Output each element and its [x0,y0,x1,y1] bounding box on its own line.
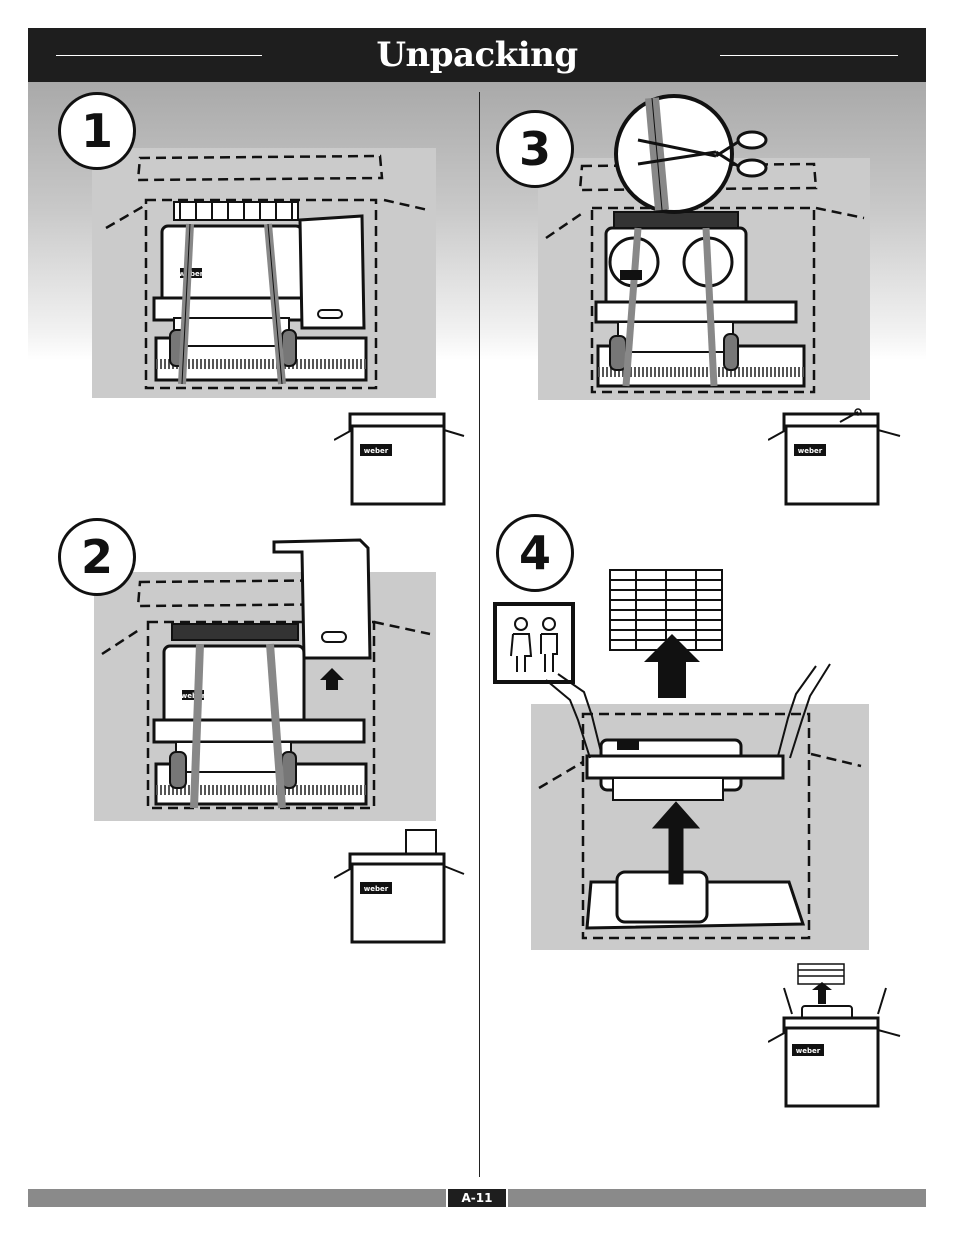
header-bar: Unpacking [28,28,926,82]
step-2-box-thumbnail: weber [334,826,466,946]
box-3-logo-text: weber [798,447,823,455]
lifted-cabinet-drawing [272,536,376,664]
box-1-logo-text: weber [364,447,389,455]
scissors-cut-strap-callout [612,92,772,222]
step-4-box-thumbnail: weber [768,962,902,1110]
step-4-badge: 4 [496,514,574,592]
box-2-logo-text: weber [364,885,389,893]
lifting-hands-drawing [540,660,836,760]
step-3-badge: 3 [496,110,574,188]
step-2-illustration: weber [94,572,436,821]
header-rule-right [720,55,898,56]
page-number: A-11 [446,1187,508,1209]
step-1-illustration: weber [92,148,436,398]
box-4-logo-text: weber [796,1047,821,1055]
step-3-box-thumbnail: weber [768,408,902,508]
column-divider [479,92,480,1177]
step-1-box-thumbnail: weber [334,408,466,508]
step-1-badge: 1 [58,92,136,170]
step-2-badge: 2 [58,518,136,596]
